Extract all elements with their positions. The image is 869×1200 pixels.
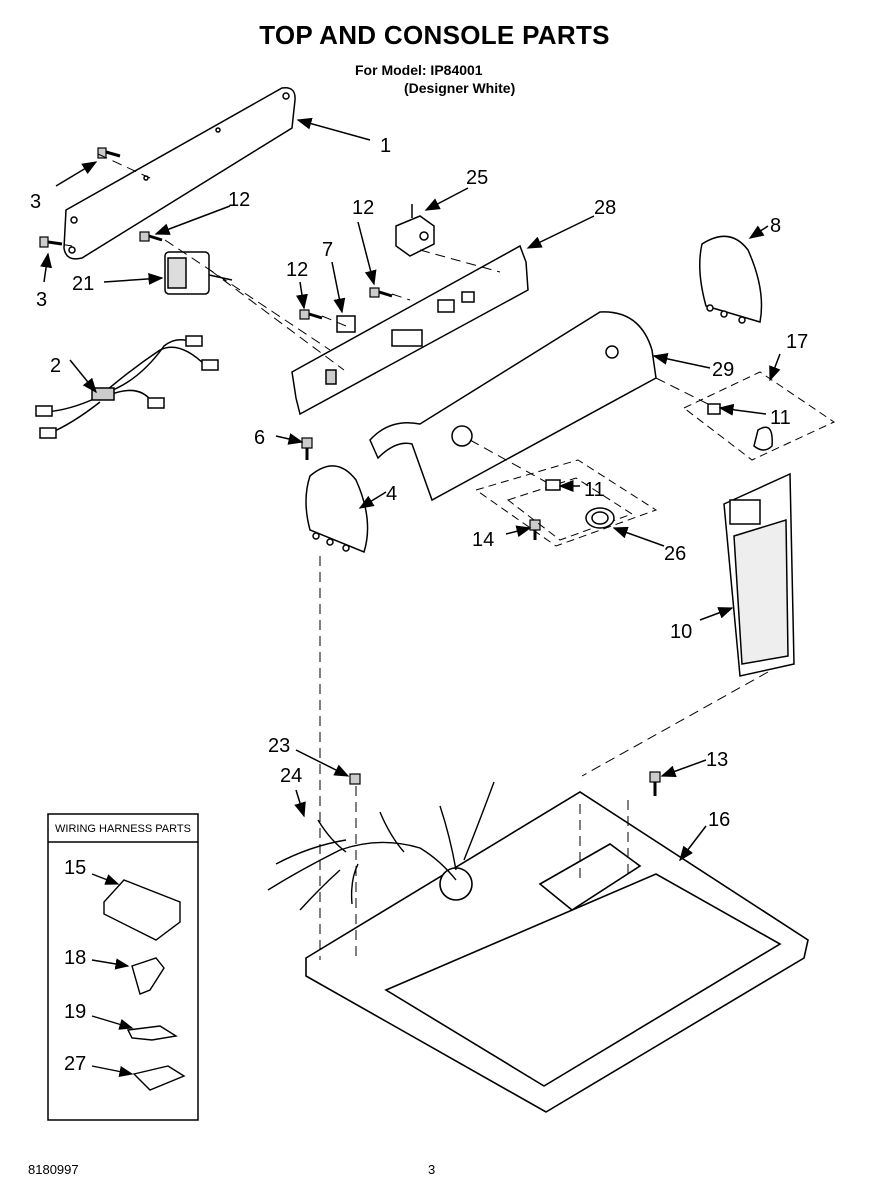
leader-arrows [40,117,781,862]
part-17-knob-kit [683,371,836,461]
callout-26: 26 [664,543,686,565]
harness-item-18: 18 [64,947,86,969]
callout-7: 7 [322,239,333,261]
page-number: 3 [428,1162,436,1177]
part-7-clip [336,315,356,333]
callout-12b: 12 [352,197,374,219]
part-25-control [395,204,435,257]
part-16-top-panel [305,791,809,1113]
callout-13: 13 [706,749,728,771]
callout-12c: 12 [286,259,308,281]
harness-item-15: 15 [64,857,86,879]
part-24-main-harness [267,781,495,911]
part-10-lint-screen [723,472,795,677]
part-13-screw [649,771,661,796]
callout-2: 2 [50,355,61,377]
part-26-knob [545,479,615,529]
part-4-end-cap [305,465,369,554]
harness-item-27: 27 [64,1053,86,1075]
harness-box-title: WIRING HARNESS PARTS [55,823,191,835]
variant-line: (Designer White) [404,80,516,96]
callout-14: 14 [472,529,494,551]
part-14-screw [529,519,541,540]
part-27-block [132,1065,186,1091]
part-6-screw [301,437,313,460]
callout-3a: 3 [30,191,41,213]
harness-item-19: 19 [64,1001,86,1023]
callout-10: 10 [670,621,692,643]
callout-21: 21 [72,273,94,295]
part-12-screws [139,231,393,320]
callout-25: 25 [466,167,488,189]
part-29-console [369,311,657,502]
callout-6: 6 [254,427,265,449]
callout-4: 4 [386,483,397,505]
callout-11b: 11 [584,479,605,501]
part-1-rear-panel [63,87,296,260]
page-title: TOP AND CONSOLE PARTS [259,20,610,50]
callout-11a: 11 [770,407,791,429]
callout-17: 17 [786,331,808,353]
callout-1: 1 [380,135,391,157]
assembly-lines [47,153,769,960]
callout-29: 29 [712,359,734,381]
part-28-bracket [291,244,529,416]
part-2-wire-harness [35,335,219,439]
part-21-switch [164,251,233,295]
model-line: For Model: IP84001 [355,62,483,78]
callout-23: 23 [268,735,290,757]
callout-12a: 12 [228,189,250,211]
callout-24: 24 [280,765,302,787]
part-19-terminal [126,1025,178,1041]
callout-28: 28 [594,197,616,219]
part-23-clip [349,773,361,785]
wiring-harness-box: WIRING HARNESS PARTS 15 18 19 27 [47,813,199,1121]
part-8-end-cap [699,235,763,324]
callout-3b: 3 [36,289,47,311]
part-18-clip [131,957,165,995]
callout-16: 16 [708,809,730,831]
callout-8: 8 [770,215,781,237]
doc-number: 8180997 [28,1162,79,1177]
part-15-connector [103,879,181,941]
part-26-knob-kit [474,459,658,547]
